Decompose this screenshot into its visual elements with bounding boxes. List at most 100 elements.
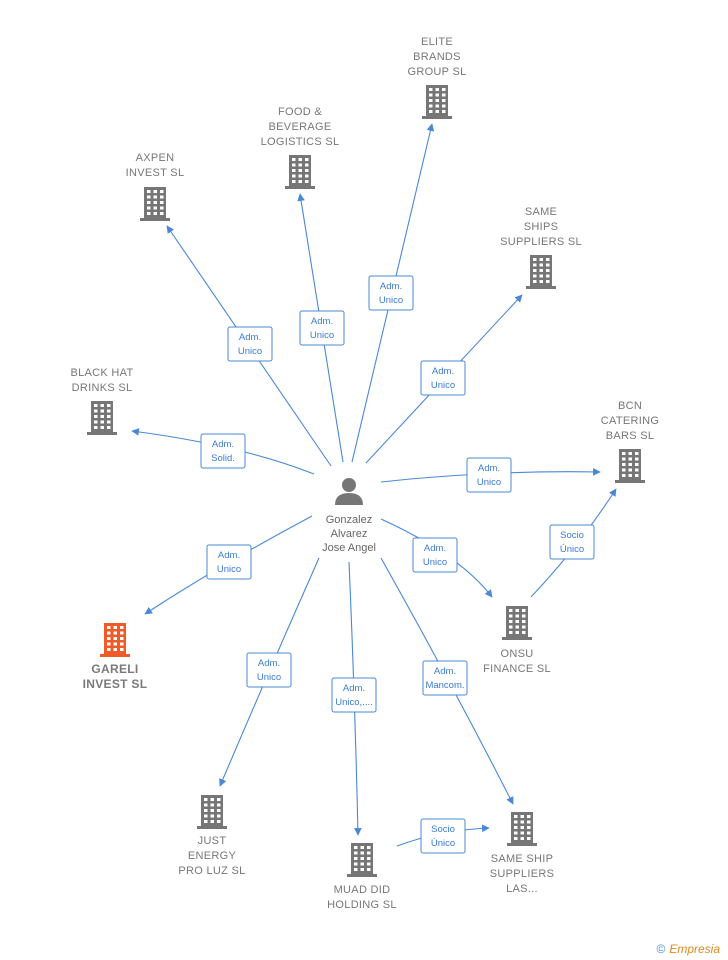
edge-label-box[interactable]: Adm. Unico: [420, 360, 466, 396]
company-node-muad[interactable]: MUAD DID HOLDING SL: [327, 843, 397, 911]
edge-label-text: Único: [431, 838, 455, 849]
edge-label-frame: [299, 310, 345, 346]
company-name-line: LOGISTICS SL: [261, 136, 340, 148]
edge-label-frame: [227, 326, 273, 362]
edge-label-frame: [420, 360, 466, 396]
company-name-line: HOLDING SL: [327, 899, 397, 911]
edge-to-just: Adm. Unico: [219, 557, 320, 787]
company-node-black-hat[interactable]: BLACK HAT DRINKS SL: [70, 367, 133, 435]
edge-label-box[interactable]: Adm. Unico: [368, 275, 414, 311]
company-name-line: SAME SHIP: [491, 853, 554, 865]
company-name-line: PRO LUZ SL: [178, 865, 245, 877]
edge-label-text: Unico: [431, 380, 455, 391]
edge-to-muad: Adm.Unico,....: [331, 561, 377, 836]
edge-to-elite: Adm. Unico: [351, 123, 435, 463]
edge-label-box[interactable]: Adm. Unico: [466, 457, 512, 493]
edge-label-text: Unico: [217, 564, 241, 575]
edge-label-box[interactable]: Adm.Unico: [299, 310, 345, 346]
building-icon: [502, 606, 532, 640]
edge-label-frame: [200, 433, 246, 469]
edge-to-gareli: Adm. Unico: [144, 515, 313, 615]
edge-to-same-ships: Adm. Unico: [365, 294, 523, 464]
company-name-line: GROUP SL: [407, 66, 466, 78]
company-name-line: FINANCE SL: [483, 663, 551, 675]
edge-label-text: Unico: [477, 477, 501, 488]
company-name-line: DRINKS SL: [72, 382, 133, 394]
edge-label-text: Unico: [310, 330, 334, 341]
edge-label-text: Adm.: [343, 683, 365, 694]
edge-label-text: Socio: [431, 824, 455, 835]
edge-label-box[interactable]: Adm. Unico: [227, 326, 273, 362]
edge-label-frame: [549, 524, 595, 560]
company-name-line: BEVERAGE: [269, 121, 332, 133]
company-node-just[interactable]: JUST ENERGY PRO LUZ SL: [178, 795, 245, 877]
edge-label-text: Mancom.: [425, 680, 464, 691]
edge-label-frame: [206, 544, 252, 580]
building-icon: [422, 85, 452, 119]
edge-label-box[interactable]: Adm.Unico: [412, 537, 458, 573]
company-name-line: ENERGY: [188, 850, 237, 862]
edge-label-box[interactable]: Adm.Unico: [246, 652, 292, 688]
edge-label-text: Adm.: [218, 550, 240, 561]
copyright-icon: ©: [656, 942, 666, 956]
building-icon: [507, 812, 537, 846]
company-name-line: SUPPLIERS: [490, 868, 554, 880]
edge-to-food: Adm.Unico: [297, 193, 345, 463]
edge-label-text: Unico: [379, 295, 403, 306]
edge-label-text: Único: [560, 544, 584, 555]
edge-to-onsu: Adm.Unico: [380, 518, 493, 598]
edge-label-text: Adm.: [212, 439, 234, 450]
edge-label-frame: [368, 275, 414, 311]
company-node-food[interactable]: FOOD & BEVERAGE LOGISTICS SL: [261, 106, 340, 189]
edge-label-text: Adm.: [478, 463, 500, 474]
edge-label-frame: [422, 660, 468, 696]
company-node-same-ship[interactable]: SAME SHIP SUPPLIERS LAS...: [490, 812, 554, 895]
edge-label-text: Adm.: [380, 281, 402, 292]
company-name-line: FOOD &: [278, 106, 322, 118]
edge-label-text: Adm.: [239, 332, 261, 343]
edge-label-box[interactable]: Adm. Unico: [206, 544, 252, 580]
edge-label-box[interactable]: Adm.Unico,....: [331, 677, 377, 713]
company-name-line: ONSU: [501, 648, 534, 660]
company-name-line: SAME: [525, 206, 557, 218]
edge-label-text: Unico: [238, 346, 262, 357]
edge-label-frame: [246, 652, 292, 688]
company-name-line: SUPPLIERS SL: [500, 236, 582, 248]
company-name-line: MUAD DID: [334, 884, 391, 896]
building-icon: [347, 843, 377, 877]
building-icon: [285, 155, 315, 189]
edge-label-text: Unico: [423, 557, 447, 568]
company-node-onsu[interactable]: ONSU FINANCE SL: [483, 606, 551, 675]
building-icon: [526, 255, 556, 289]
brand-name: Empresia: [669, 942, 720, 956]
edge-label-text: Adm.: [434, 666, 456, 677]
company-name-line: JUST: [198, 835, 227, 847]
edge-label-box[interactable]: Adm. Solid.: [200, 433, 246, 469]
empresia-logo[interactable]: ©Empresia: [656, 942, 720, 956]
edge-label-box[interactable]: Adm. Mancom.: [422, 660, 468, 696]
company-name-line: INVEST SL: [83, 677, 148, 691]
company-name-line: BLACK HAT: [70, 367, 133, 379]
edge-label-text: Adm.: [258, 658, 280, 669]
building-icon: [615, 449, 645, 483]
company-name-line: BARS SL: [606, 430, 655, 442]
edge-label-frame: [331, 677, 377, 713]
edge-to-black-hat: Adm. Solid.: [131, 428, 315, 475]
building-icon: [87, 401, 117, 435]
edge-label-text: Solid.: [211, 453, 235, 464]
company-name-line: CATERING: [601, 415, 659, 427]
edge-label-text: Adm.: [432, 366, 454, 377]
building-icon: [100, 623, 130, 657]
company-name-line: LAS...: [506, 883, 538, 895]
